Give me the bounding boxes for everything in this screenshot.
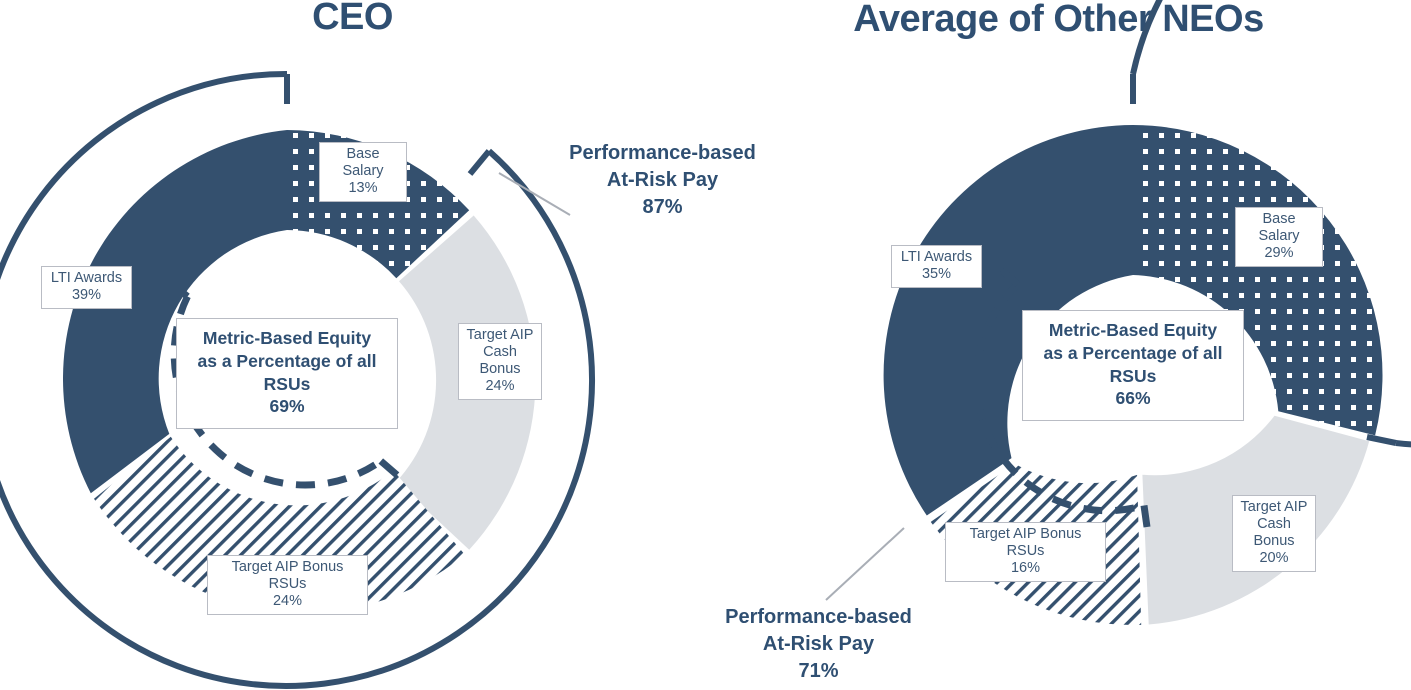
center-box-metric-equity-ceo: Metric-Based Equity as a Percentage of a… — [176, 318, 398, 429]
callout-aip-cash-neo[interactable]: Target AIP Cash Bonus 20% — [1232, 495, 1316, 573]
callout-value: 20% — [1259, 550, 1289, 567]
callout-label: Target AIP Bonus RSUs — [231, 559, 344, 593]
callout-value: 24% — [272, 593, 303, 610]
chart-panel-neo: Average of Other NEOs — [706, 0, 1411, 690]
callout-label-line1: Target AIP — [466, 327, 534, 343]
callout-label-line2: Cash Bonus — [1253, 516, 1295, 550]
center-line1: Metric-Based Equity — [202, 328, 372, 348]
leader-line-at-risk-ceo — [498, 172, 571, 216]
wedge-lti-neo[interactable] — [883, 125, 1133, 516]
page-title-neo: Average of Other NEOs — [853, 0, 1264, 40]
callout-lti-neo[interactable]: LTI Awards 35% — [891, 245, 982, 289]
center-box-metric-equity-neo: Metric-Based Equity as a Percentage of a… — [1022, 310, 1244, 421]
center-line3: RSUs — [1109, 365, 1157, 386]
at-risk-bracket-ceo — [0, 70, 596, 689]
chart-panel-ceo: CEO — [0, 0, 756, 690]
at-risk-value: 87% — [642, 196, 683, 218]
callout-label: LTI Awards — [900, 249, 973, 265]
wedge-aip-rsu-ceo[interactable] — [94, 436, 465, 614]
callout-value: 13% — [348, 180, 378, 197]
callout-aip-rsu-neo[interactable]: Target AIP Bonus RSUs 16% — [945, 522, 1106, 583]
wedge-lti-ceo[interactable] — [63, 130, 287, 494]
at-risk-pay-note-ceo: Performance-based At-Risk Pay 87% — [555, 140, 770, 221]
callout-value: 16% — [1010, 560, 1041, 577]
callout-value: 39% — [71, 287, 102, 304]
callout-label-line1: Target AIP — [1240, 499, 1308, 515]
callout-aip-rsu-ceo[interactable]: Target AIP Bonus RSUs 24% — [207, 555, 368, 616]
at-risk-value: 71% — [798, 660, 839, 682]
callout-aip-cash-ceo[interactable]: Target AIP Cash Bonus 24% — [458, 323, 542, 401]
callout-value: 35% — [921, 266, 952, 283]
at-risk-line2: At-Risk Pay — [606, 169, 719, 191]
center-value: 66% — [1115, 388, 1151, 409]
center-line1: Metric-Based Equity — [1048, 320, 1218, 340]
center-line2: as a Percentage of all — [197, 350, 377, 371]
center-line3: RSUs — [263, 373, 311, 394]
callout-label: Base Salary — [1258, 211, 1300, 245]
callout-lti-ceo[interactable]: LTI Awards 39% — [41, 266, 132, 310]
at-risk-bracket-neo — [1130, 0, 1411, 448]
wedge-base-salary-neo-real[interactable] — [1133, 125, 1383, 436]
callout-value: 24% — [485, 378, 515, 395]
leader-line-at-risk-neo — [825, 527, 905, 601]
center-value: 69% — [269, 396, 305, 417]
callout-base-salary-ceo[interactable]: Base Salary 13% — [319, 142, 407, 203]
callout-label: Target AIP Bonus RSUs — [969, 526, 1082, 560]
callout-label: LTI Awards — [50, 270, 123, 286]
page-title-ceo: CEO — [312, 0, 393, 38]
metric-equity-dashed-arc-ceo — [168, 280, 400, 489]
callout-label: Base Salary — [342, 146, 384, 180]
callout-value: 29% — [1264, 245, 1294, 262]
at-risk-line1: Performance-based — [569, 142, 756, 164]
at-risk-line1: Performance-based — [725, 606, 912, 628]
at-risk-line2: At-Risk Pay — [762, 633, 875, 655]
metric-equity-dashed-arc-neo — [973, 267, 1151, 528]
donut-chart-ceo — [0, 70, 596, 689]
center-line2: as a Percentage of all — [1043, 342, 1223, 363]
at-risk-pay-note-neo: Performance-based At-Risk Pay 71% — [711, 604, 926, 685]
callout-label-line2: Cash Bonus — [479, 344, 521, 378]
callout-base-salary-neo[interactable]: Base Salary 29% — [1235, 207, 1323, 268]
